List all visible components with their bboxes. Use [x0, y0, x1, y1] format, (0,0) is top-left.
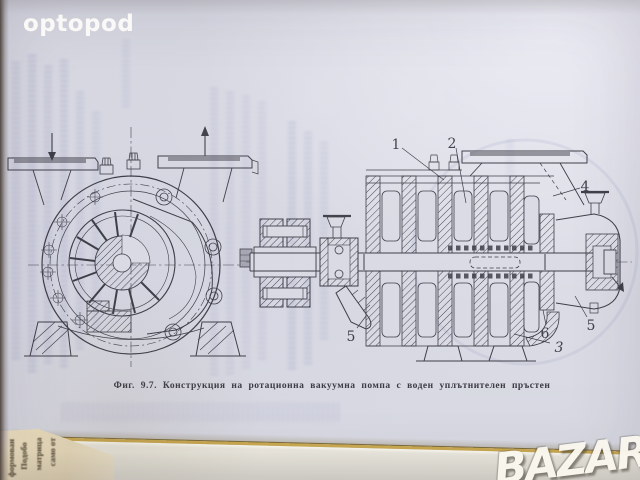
- underpage-text: Подобо: [18, 442, 29, 470]
- showthrough-text-ghost: [92, 112, 100, 332]
- showthrough-text-ghost: [28, 55, 36, 375]
- pump-section-view-diagram: [246, 147, 632, 362]
- pump-front-view-diagram: [7, 126, 259, 367]
- casing-chambers: [381, 190, 540, 338]
- part-label-4: 4: [581, 179, 590, 195]
- top-studs: [99, 152, 141, 175]
- part-label-2: 2: [448, 136, 457, 152]
- showthrough-text-ghost: [44, 66, 52, 366]
- shaft-coupling: [253, 218, 317, 308]
- showthrough-text-ghost: [122, 40, 130, 110]
- cover-bolts: [155, 188, 223, 341]
- part-label-6: 6: [541, 326, 550, 342]
- part-label-1: 1: [392, 137, 401, 153]
- underpage-text: само от: [47, 437, 58, 467]
- showthrough-text-ghost: [76, 92, 84, 352]
- part-label-5-left: 5: [347, 329, 356, 345]
- flange-bolts: [40, 189, 103, 328]
- stuffing-box: [555, 190, 624, 314]
- showthrough-text-ghost: [12, 62, 20, 362]
- showthrough-text-ghost: [226, 92, 234, 377]
- figure-caption: Фиг. 9.7. Конструкция на ротационна ваку…: [113, 381, 551, 391]
- book-spine-edge: [0, 0, 9, 480]
- underpage-text: матрица: [33, 437, 44, 471]
- showthrough-text-ghost: [242, 96, 250, 371]
- bearing-housing: [319, 214, 359, 287]
- label-leaders: [356, 147, 588, 344]
- casing-studs: [428, 154, 460, 171]
- showthrough-text-ghost: [60, 60, 68, 370]
- part-label-5-right: 5: [587, 318, 596, 334]
- part-label-3: 3: [555, 340, 564, 356]
- showthrough-text-ghost: [62, 402, 342, 422]
- optopod-watermark: optopod: [23, 11, 135, 37]
- part-labels: 1 2 4 5 6 3 5: [347, 136, 596, 356]
- rotor-vanes: [69, 211, 160, 315]
